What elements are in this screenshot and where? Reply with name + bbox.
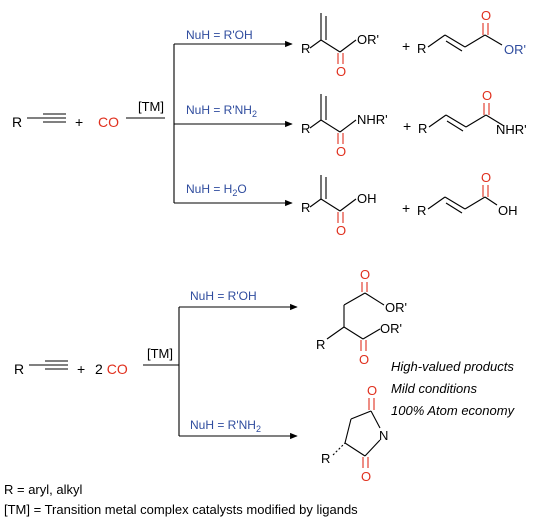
nu-amine-label: NuH = R'NH2 — [186, 103, 257, 119]
catalyst-label: [TM] — [147, 346, 173, 361]
catalyst-label: [TM] — [138, 99, 164, 114]
ester-tail: OR' — [357, 32, 379, 47]
imide-n: N — [379, 428, 388, 443]
acid-tail: OH — [357, 191, 377, 206]
ester-tail-bottom: OR' — [380, 321, 402, 336]
plus-sign: + — [75, 114, 83, 130]
scheme1-reactants: R + CO — [12, 113, 119, 130]
amide-tail: NHR' — [357, 112, 388, 127]
product-diester: O O OR' OR' R — [316, 267, 407, 367]
legend: R = aryl, alkyl [TM] = Transition metal … — [4, 482, 358, 517]
product-linear-amide: + R O NHR' — [403, 88, 527, 137]
alkyne-r-label: R — [12, 114, 22, 130]
product-succinimide: O O N R — [321, 383, 388, 484]
carbonyl-o: O — [336, 144, 346, 159]
carbonyl-o-top: O — [367, 383, 377, 398]
r-label: R — [418, 121, 427, 136]
ester-tail-top: OR' — [385, 300, 407, 315]
r-label: R — [417, 41, 426, 56]
legend-line-2: [TM] = Transition metal complex catalyst… — [4, 502, 358, 517]
carbonyl-o: O — [482, 88, 492, 103]
legend-line-1: R = aryl, alkyl — [4, 482, 82, 497]
highlight-1: High-valued products — [391, 359, 514, 374]
carbonyl-o-bottom: O — [361, 469, 371, 484]
nu-alcohol-label: NuH = R'OH — [186, 28, 253, 42]
nu-amine-label: NuH = R'NH2 — [190, 418, 261, 434]
carbonyl-o-bottom: O — [359, 352, 369, 367]
r-label: R — [301, 41, 310, 56]
product-branched-amide: R O NHR' — [301, 94, 388, 159]
carbonyl-o: O — [481, 8, 491, 23]
r-label: R — [301, 121, 310, 136]
product-branched-acid: R O OH — [301, 175, 377, 238]
r-label: R — [316, 337, 325, 352]
carbonyl-o: O — [336, 223, 346, 238]
highlight-2: Mild conditions — [391, 381, 477, 396]
plus-sign: + — [402, 200, 410, 216]
scheme2-arrows — [143, 303, 298, 440]
ester-tail: OR' — [504, 42, 526, 57]
co-label: CO — [98, 114, 119, 130]
r-label: R — [417, 203, 426, 218]
carbonyl-o: O — [481, 170, 491, 185]
plus-sign: + — [77, 361, 85, 377]
nu-alcohol-label: NuH = R'OH — [190, 289, 257, 303]
carbonyl-o-top: O — [360, 267, 370, 282]
plus-sign: + — [402, 38, 410, 54]
acid-tail: OH — [498, 203, 518, 218]
r-label: R — [301, 200, 310, 215]
product-branched-ester: R O OR' — [301, 13, 379, 79]
nu-water-label: NuH = H2O — [186, 182, 247, 198]
alkyne-r-label: R — [14, 361, 24, 377]
carbonyl-o: O — [336, 64, 346, 79]
alkyne-triple-bond — [27, 113, 66, 123]
highlights: High-valued products Mild conditions 100… — [391, 359, 516, 418]
scheme1-arrows — [126, 40, 293, 207]
plus-sign: + — [403, 118, 411, 134]
alkyne-triple-bond — [29, 360, 68, 370]
r-label: R — [321, 451, 330, 466]
product-linear-ester: + R O OR' — [402, 8, 526, 57]
highlight-3: 100% Atom economy — [391, 403, 516, 418]
amide-tail: NHR' — [496, 122, 527, 137]
product-linear-acid: + R O OH — [402, 170, 518, 218]
